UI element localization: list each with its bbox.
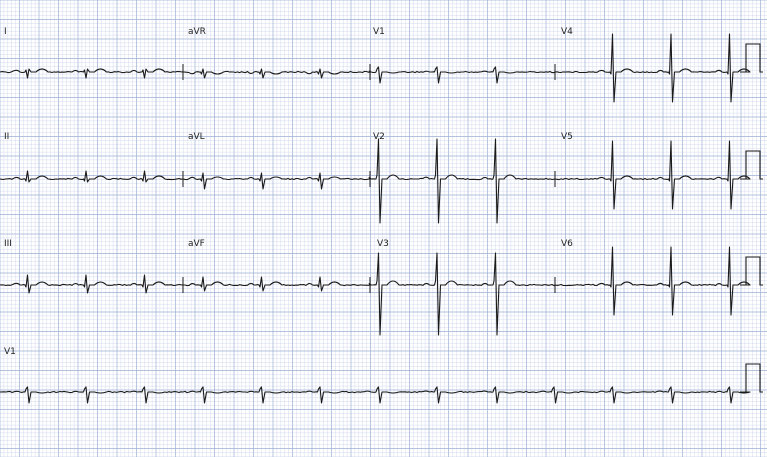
lead-label-V3: V3 xyxy=(377,239,389,249)
lead-label-V2: V2 xyxy=(373,132,385,142)
lead-label-II: II xyxy=(4,132,10,142)
trace-V1-rhythm xyxy=(0,386,751,404)
lead-separators xyxy=(182,64,556,293)
trace-I xyxy=(0,68,184,79)
trace-V1 xyxy=(368,66,556,84)
trace-aVL xyxy=(182,172,371,190)
trace-III xyxy=(0,274,184,294)
trace-II xyxy=(0,170,184,183)
trace-V6 xyxy=(554,246,751,316)
lead-label-V4: V4 xyxy=(561,27,573,37)
lead-label-V1: V1 xyxy=(373,27,385,37)
calibration-pulse xyxy=(740,150,763,180)
calibration-pulse xyxy=(740,43,763,73)
trace-aVF xyxy=(183,276,371,292)
lead-label-V6: V6 xyxy=(561,239,573,249)
trace-V4 xyxy=(554,33,751,103)
lead-label-I: I xyxy=(4,27,7,37)
lead-label-aVF: aVF xyxy=(188,239,205,249)
trace-aVR xyxy=(182,68,371,79)
trace-V2 xyxy=(368,138,556,224)
lead-label-V1-rhythm: V1 xyxy=(4,347,16,357)
calibration-pulse xyxy=(740,256,763,286)
trace-V3 xyxy=(368,252,556,336)
lead-label-V5: V5 xyxy=(561,132,573,142)
calibration-pulse xyxy=(740,363,763,393)
ecg-traces xyxy=(0,33,751,404)
lead-label-III: III xyxy=(4,239,12,249)
lead-label-aVL: aVL xyxy=(188,132,205,142)
lead-label-aVR: aVR xyxy=(188,27,206,37)
trace-V5 xyxy=(554,140,751,210)
calibration-pulses xyxy=(740,43,763,393)
